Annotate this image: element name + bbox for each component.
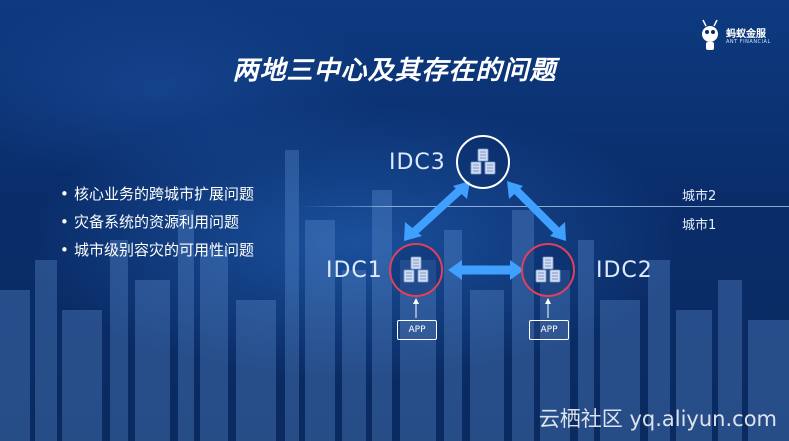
bullet-text: 城市级别容灾的可用性问题 [74,241,255,259]
idc2-label: IDC2 [596,258,653,283]
app-box: APP [397,320,437,340]
up-arrow-icon [545,298,551,318]
bullet-text: 灾备系统的资源利用问题 [74,213,240,231]
idc1-label: IDC1 [326,258,383,283]
city-label-upper: 城市2 [682,189,717,204]
logo-subtitle: ANT FINANCIAL [726,39,771,45]
city-divider-line [300,206,789,207]
list-item: •核心业务的跨城市扩展问题 [60,185,255,203]
city-label-lower: 城市1 [682,218,717,233]
slide-title: 两地三中心及其存在的问题 [232,56,557,86]
list-item: •城市级别容灾的可用性问题 [60,241,255,259]
bidirectional-arrow-icon [448,260,524,280]
city-skyline-background [0,150,789,441]
app-box: APP [529,320,569,340]
problem-list: •核心业务的跨城市扩展问题 •灾备系统的资源利用问题 •城市级别容灾的可用性问题 [60,180,254,264]
watermark: 云栖社区 yq.aliyun.com [538,407,777,431]
ant-icon [702,19,718,50]
idc3-node [456,135,510,189]
list-item: •灾备系统的资源利用问题 [60,213,240,231]
bidirectional-arrow-icon [404,181,470,241]
idc2-node [521,243,575,297]
idc1-node [389,243,443,297]
bullet-text: 核心业务的跨城市扩展问题 [74,185,255,203]
up-arrow-icon [413,298,419,318]
idc3-label: IDC3 [389,150,446,175]
logo-name: 蚂蚁金服 [726,29,766,40]
bidirectional-arrow-icon [507,181,566,241]
